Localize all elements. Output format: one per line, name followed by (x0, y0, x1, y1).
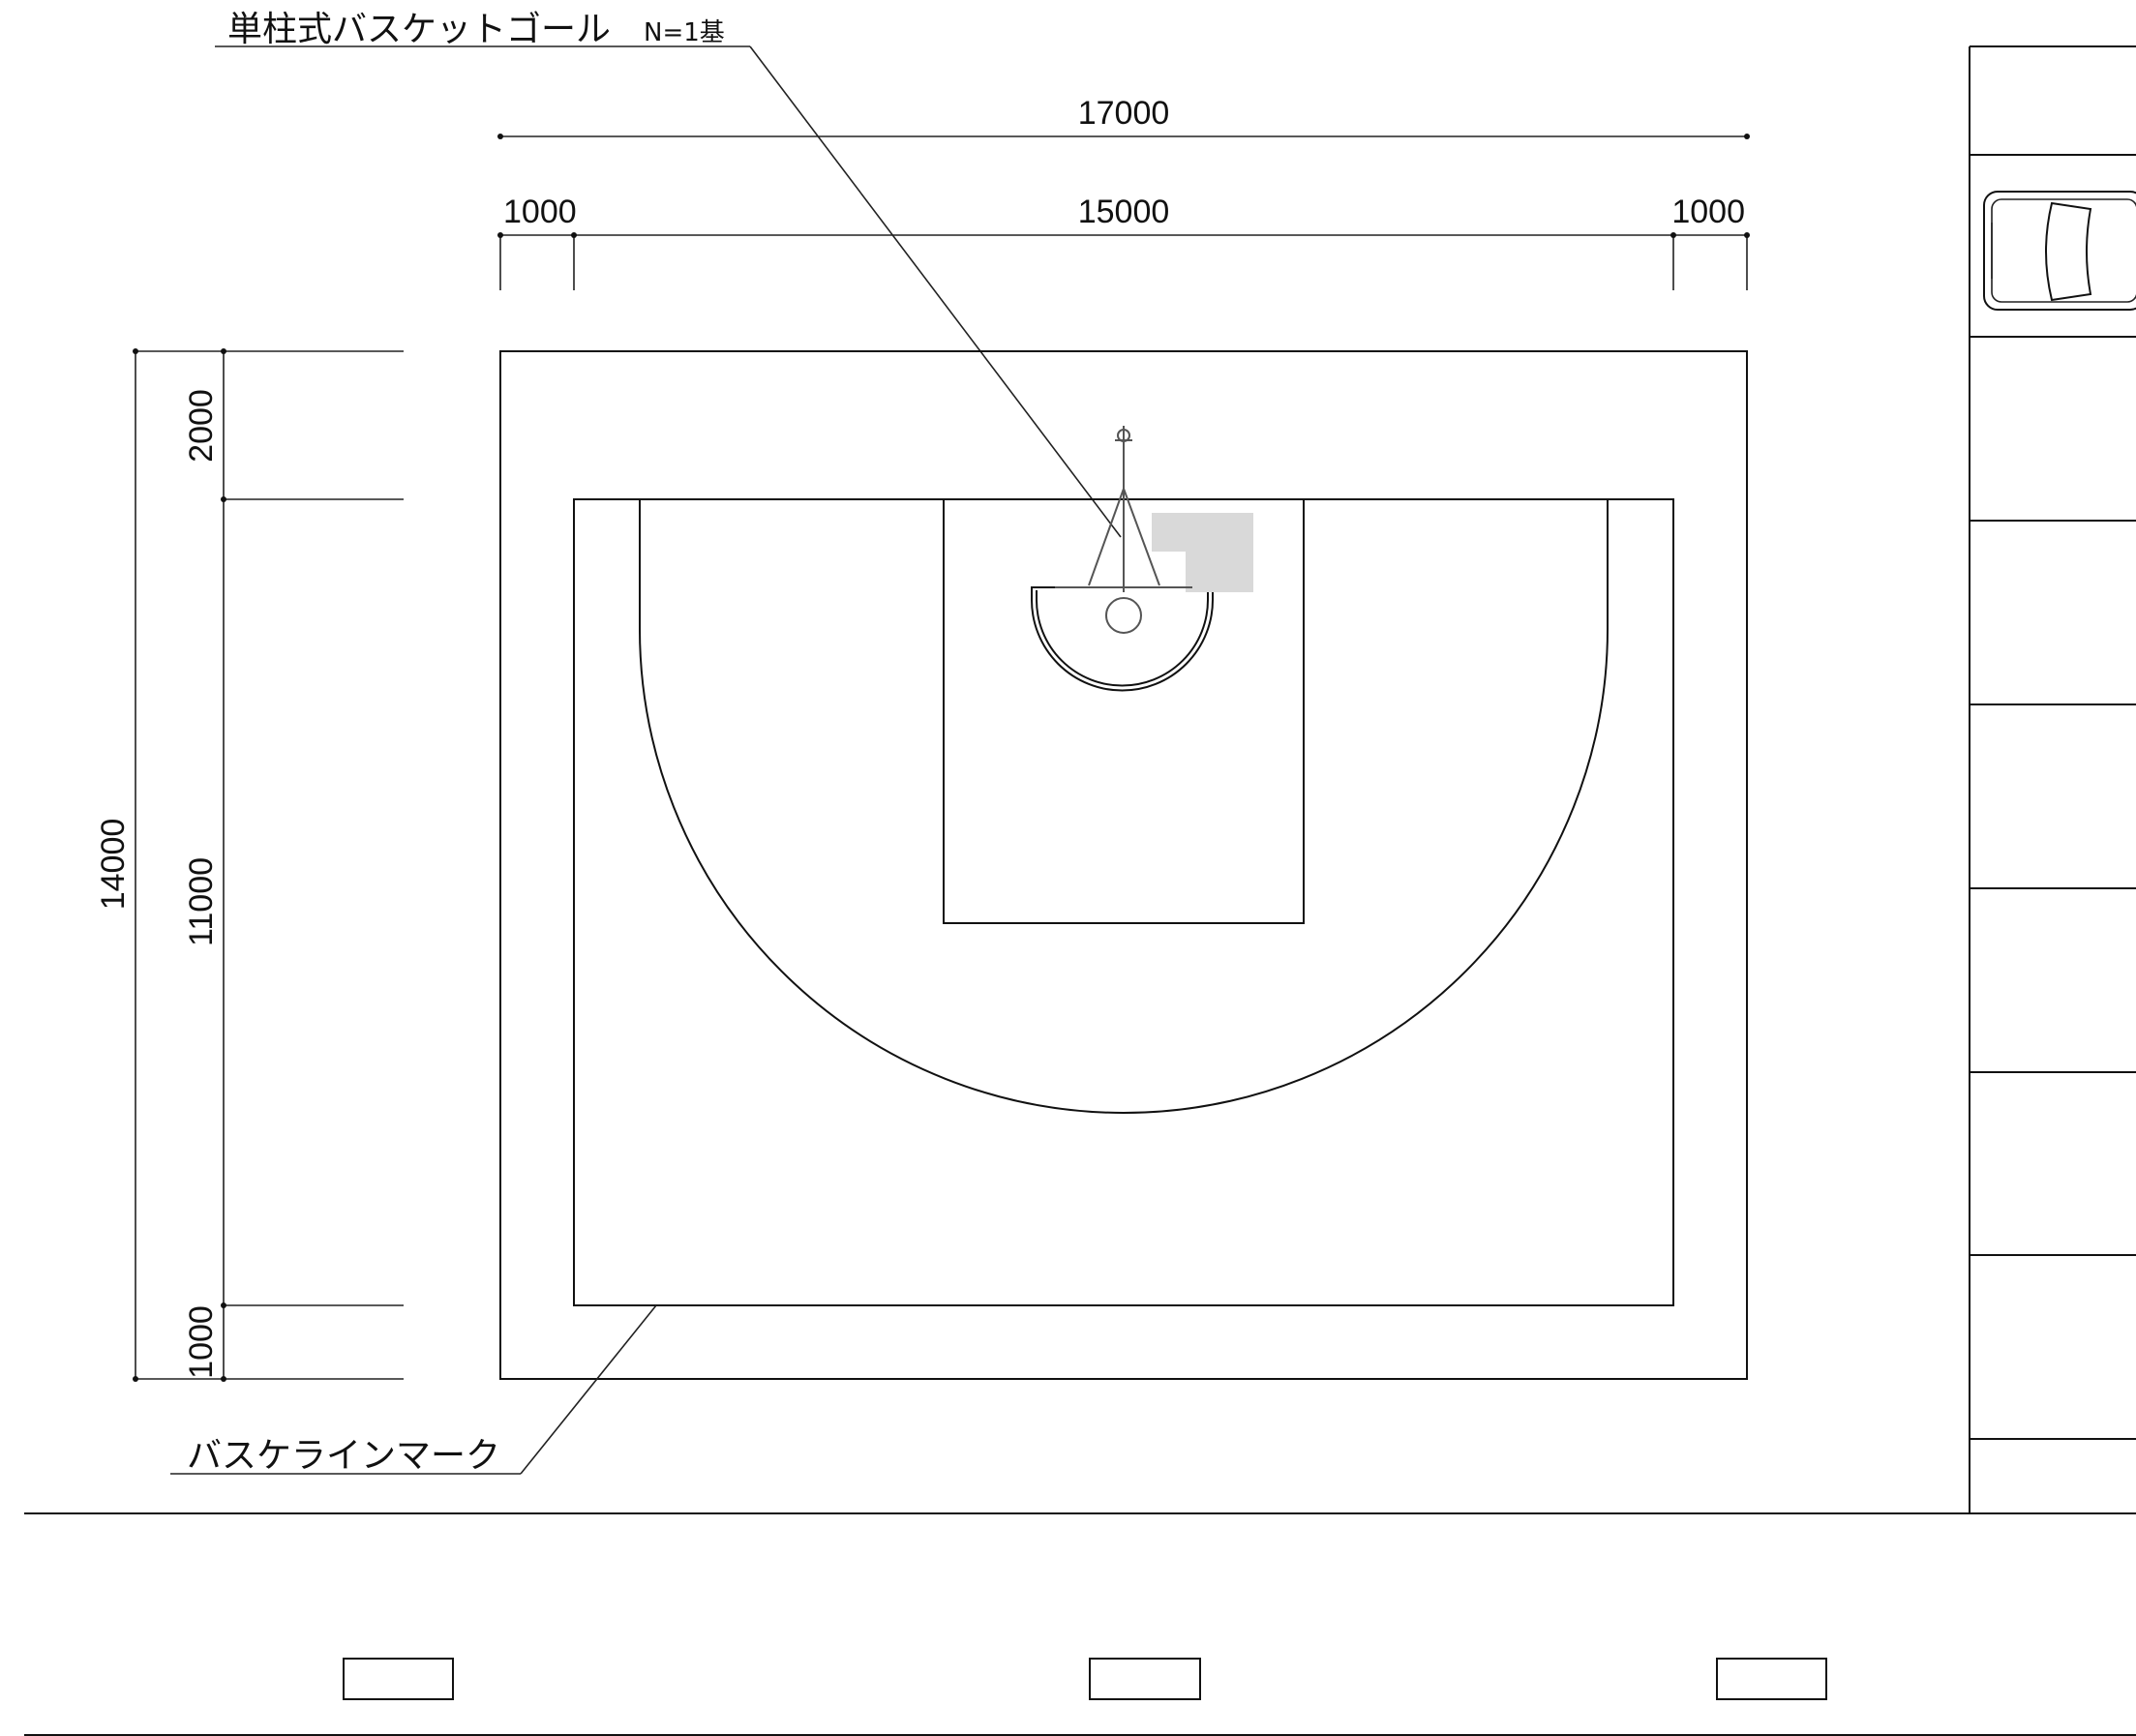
dimension-tick (571, 232, 577, 238)
line-mark-callout: バスケラインマーク (170, 1304, 657, 1476)
top-dimensions: 17000 1000 15000 1000 (497, 95, 1750, 290)
court-boundary (573, 498, 1674, 1306)
car-icon (1983, 191, 2136, 311)
car-outline (1991, 198, 2136, 303)
dimension-tick (133, 1376, 138, 1382)
left-dimensions: 14000 2000 11000 1000 (95, 348, 404, 1382)
ghost-shadow (1229, 571, 1253, 592)
dimension-tick (497, 232, 503, 238)
dimension-tick (1744, 232, 1750, 238)
goal-post-top (1117, 429, 1130, 442)
court-width-label: 15000 (1078, 194, 1170, 230)
basket-goal-symbol (1055, 426, 1253, 634)
road-marker (343, 1658, 454, 1700)
goal-callout-label: 単柱式バスケットゴール (227, 10, 611, 49)
car-body (1983, 191, 2136, 311)
bottom-margin-label: 1000 (183, 1305, 220, 1379)
goal-leader-line (749, 45, 1122, 538)
overall-depth-label: 14000 (95, 819, 132, 911)
dimension-tick (133, 348, 138, 354)
court-depth-label: 11000 (183, 857, 220, 946)
restricted-area-inner (1036, 590, 1209, 687)
goal-brace-right (1123, 488, 1160, 586)
road-marker (1716, 1658, 1827, 1700)
goal-callout: 単柱式バスケットゴール N=1基 (215, 10, 1122, 538)
dimension-tick (221, 496, 226, 502)
car-windshield (2045, 201, 2092, 302)
restricted-area (1031, 586, 1214, 692)
parking-area (1969, 45, 2136, 1513)
line-mark-label: バスケラインマーク (187, 1436, 500, 1476)
overall-width-label: 17000 (1078, 95, 1170, 132)
outer-boundary (499, 350, 1748, 1380)
dimension-tick (221, 348, 226, 354)
hoop-ring (1105, 597, 1142, 634)
road-marker (1089, 1658, 1201, 1700)
line-mark-leader-line (520, 1304, 657, 1475)
goal-quantity-label: N=1基 (644, 18, 725, 47)
goal-brace-left (1088, 488, 1125, 586)
dimension-tick (221, 1376, 226, 1382)
dimension-tick (1670, 232, 1676, 238)
right-margin-label: 1000 (1671, 194, 1745, 230)
top-margin-label: 2000 (183, 389, 220, 463)
road-area (24, 1512, 2136, 1736)
three-point-line (639, 499, 1609, 1114)
left-margin-label: 1000 (503, 194, 577, 230)
dimension-tick (221, 1302, 226, 1308)
dimension-tick (497, 134, 503, 139)
dimension-tick (1744, 134, 1750, 139)
